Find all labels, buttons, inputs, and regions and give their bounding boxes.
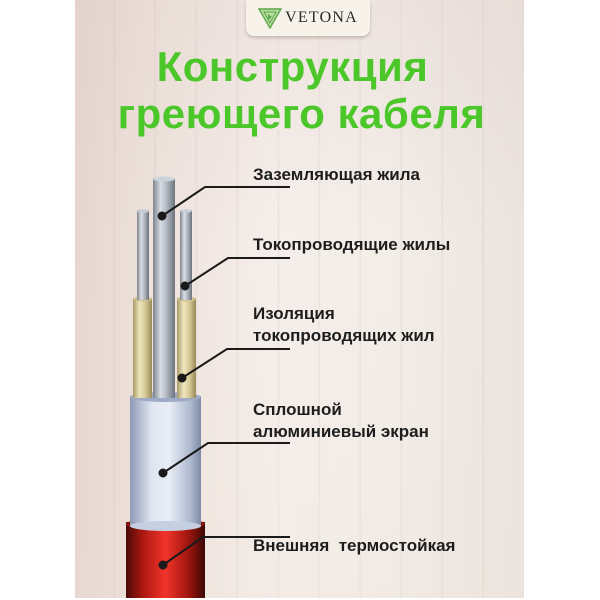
label-ground-wire: Заземляющая жила [253, 165, 420, 184]
infographic-panel: VETONA Конструкция греющего кабеля [75, 0, 524, 598]
cable-illustration [126, 176, 290, 598]
leader-lines [157, 186, 290, 570]
brand-name: VETONA [285, 9, 358, 26]
label-conductors: Токопроводящие жилы [253, 235, 451, 254]
current-conductors [137, 209, 192, 300]
triangle-emblem-icon [258, 8, 283, 29]
label-outer-jacket: Внешняя термостойкая изоляция [253, 536, 456, 555]
brand-logo-badge: VETONA [246, 0, 370, 36]
aluminum-screen [130, 392, 201, 531]
page-title-line-1: Конструкция [156, 43, 429, 90]
page-title-line-2: греющего кабеля [117, 90, 486, 137]
label-insulation: Изоляция токопроводящих жил [253, 304, 435, 345]
label-aluminum-screen: Сплошной алюминиевый экран [253, 400, 429, 441]
ground-wire [153, 176, 175, 398]
